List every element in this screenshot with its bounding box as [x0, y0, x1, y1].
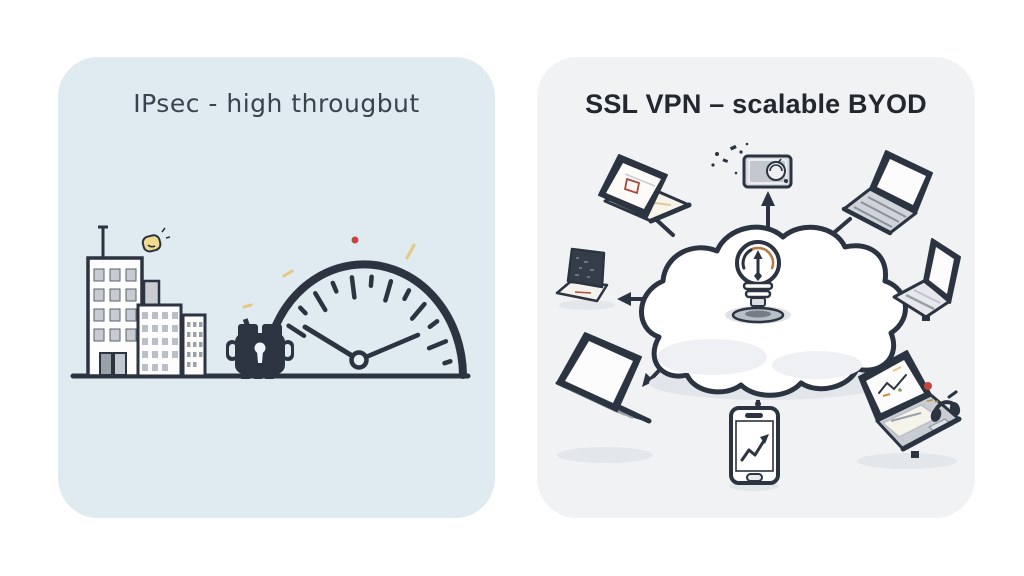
- laptop-left-small-icon: [555, 247, 615, 310]
- ipsec-panel-title: IPsec - high througbut: [133, 89, 420, 118]
- speedometer-gauge-icon: [242, 236, 467, 379]
- sslvpn-illustration: [537, 57, 975, 518]
- tablet-icon: [742, 154, 793, 189]
- keyboard: [853, 196, 907, 228]
- bulb-needle: [753, 250, 763, 259]
- speaker-slot: [745, 413, 763, 418]
- gauge-ticks: [286, 274, 453, 366]
- gauge-hub: [349, 350, 369, 370]
- phone-screen: [735, 420, 774, 472]
- gauge-needle: [302, 324, 421, 370]
- headset-icon: [930, 390, 961, 422]
- keyhole: [254, 342, 266, 354]
- laptop-bottom-right-icon: [857, 350, 962, 469]
- windows: [142, 312, 178, 371]
- sslvpn-panel: SSL VPN – scalable BYOD: [537, 57, 975, 518]
- padlock-gateway-icon: [226, 318, 294, 379]
- red-heart-dot: [924, 382, 932, 390]
- arrow-down-left-icon: [642, 372, 655, 387]
- building-short: [181, 313, 207, 378]
- ipsec-illustration: [58, 57, 495, 518]
- laptop-top-right-icon: [841, 150, 933, 236]
- laptop-top-left-icon: [598, 154, 692, 224]
- ipsec-panel-background: [58, 57, 495, 518]
- yellow-bird-doodle: [141, 227, 171, 253]
- windows: [93, 268, 137, 342]
- building-middle: [136, 303, 183, 378]
- screen-chart: [878, 374, 907, 394]
- yellow-sparks: [242, 243, 416, 309]
- cloud-icon: [639, 224, 908, 400]
- door: [99, 352, 113, 376]
- arrow-left-icon: [617, 292, 631, 306]
- tiny-marks: [926, 399, 939, 403]
- laptop-bottom-left-icon: [555, 332, 653, 463]
- line-chart-icon: [740, 437, 767, 462]
- screen-noise: [575, 257, 594, 278]
- netbook-right-icon: [892, 238, 961, 321]
- home-button: [746, 473, 763, 482]
- gauge-arc: [263, 260, 467, 379]
- arrow-up-icon: [761, 191, 775, 206]
- windows: [187, 322, 203, 367]
- speckles: [711, 142, 749, 175]
- ipsec-panel: IPsec - high througbut: [58, 57, 495, 518]
- lightbulb-gauge-icon: [725, 240, 791, 324]
- sslvpn-panel-title: SSL VPN – scalable BYOD: [585, 89, 927, 119]
- city-buildings-icon: [86, 225, 207, 378]
- document-icon: [623, 177, 641, 195]
- rooftop-block: [142, 279, 161, 309]
- smartphone-icon: [729, 406, 780, 491]
- red-dot: [351, 236, 359, 244]
